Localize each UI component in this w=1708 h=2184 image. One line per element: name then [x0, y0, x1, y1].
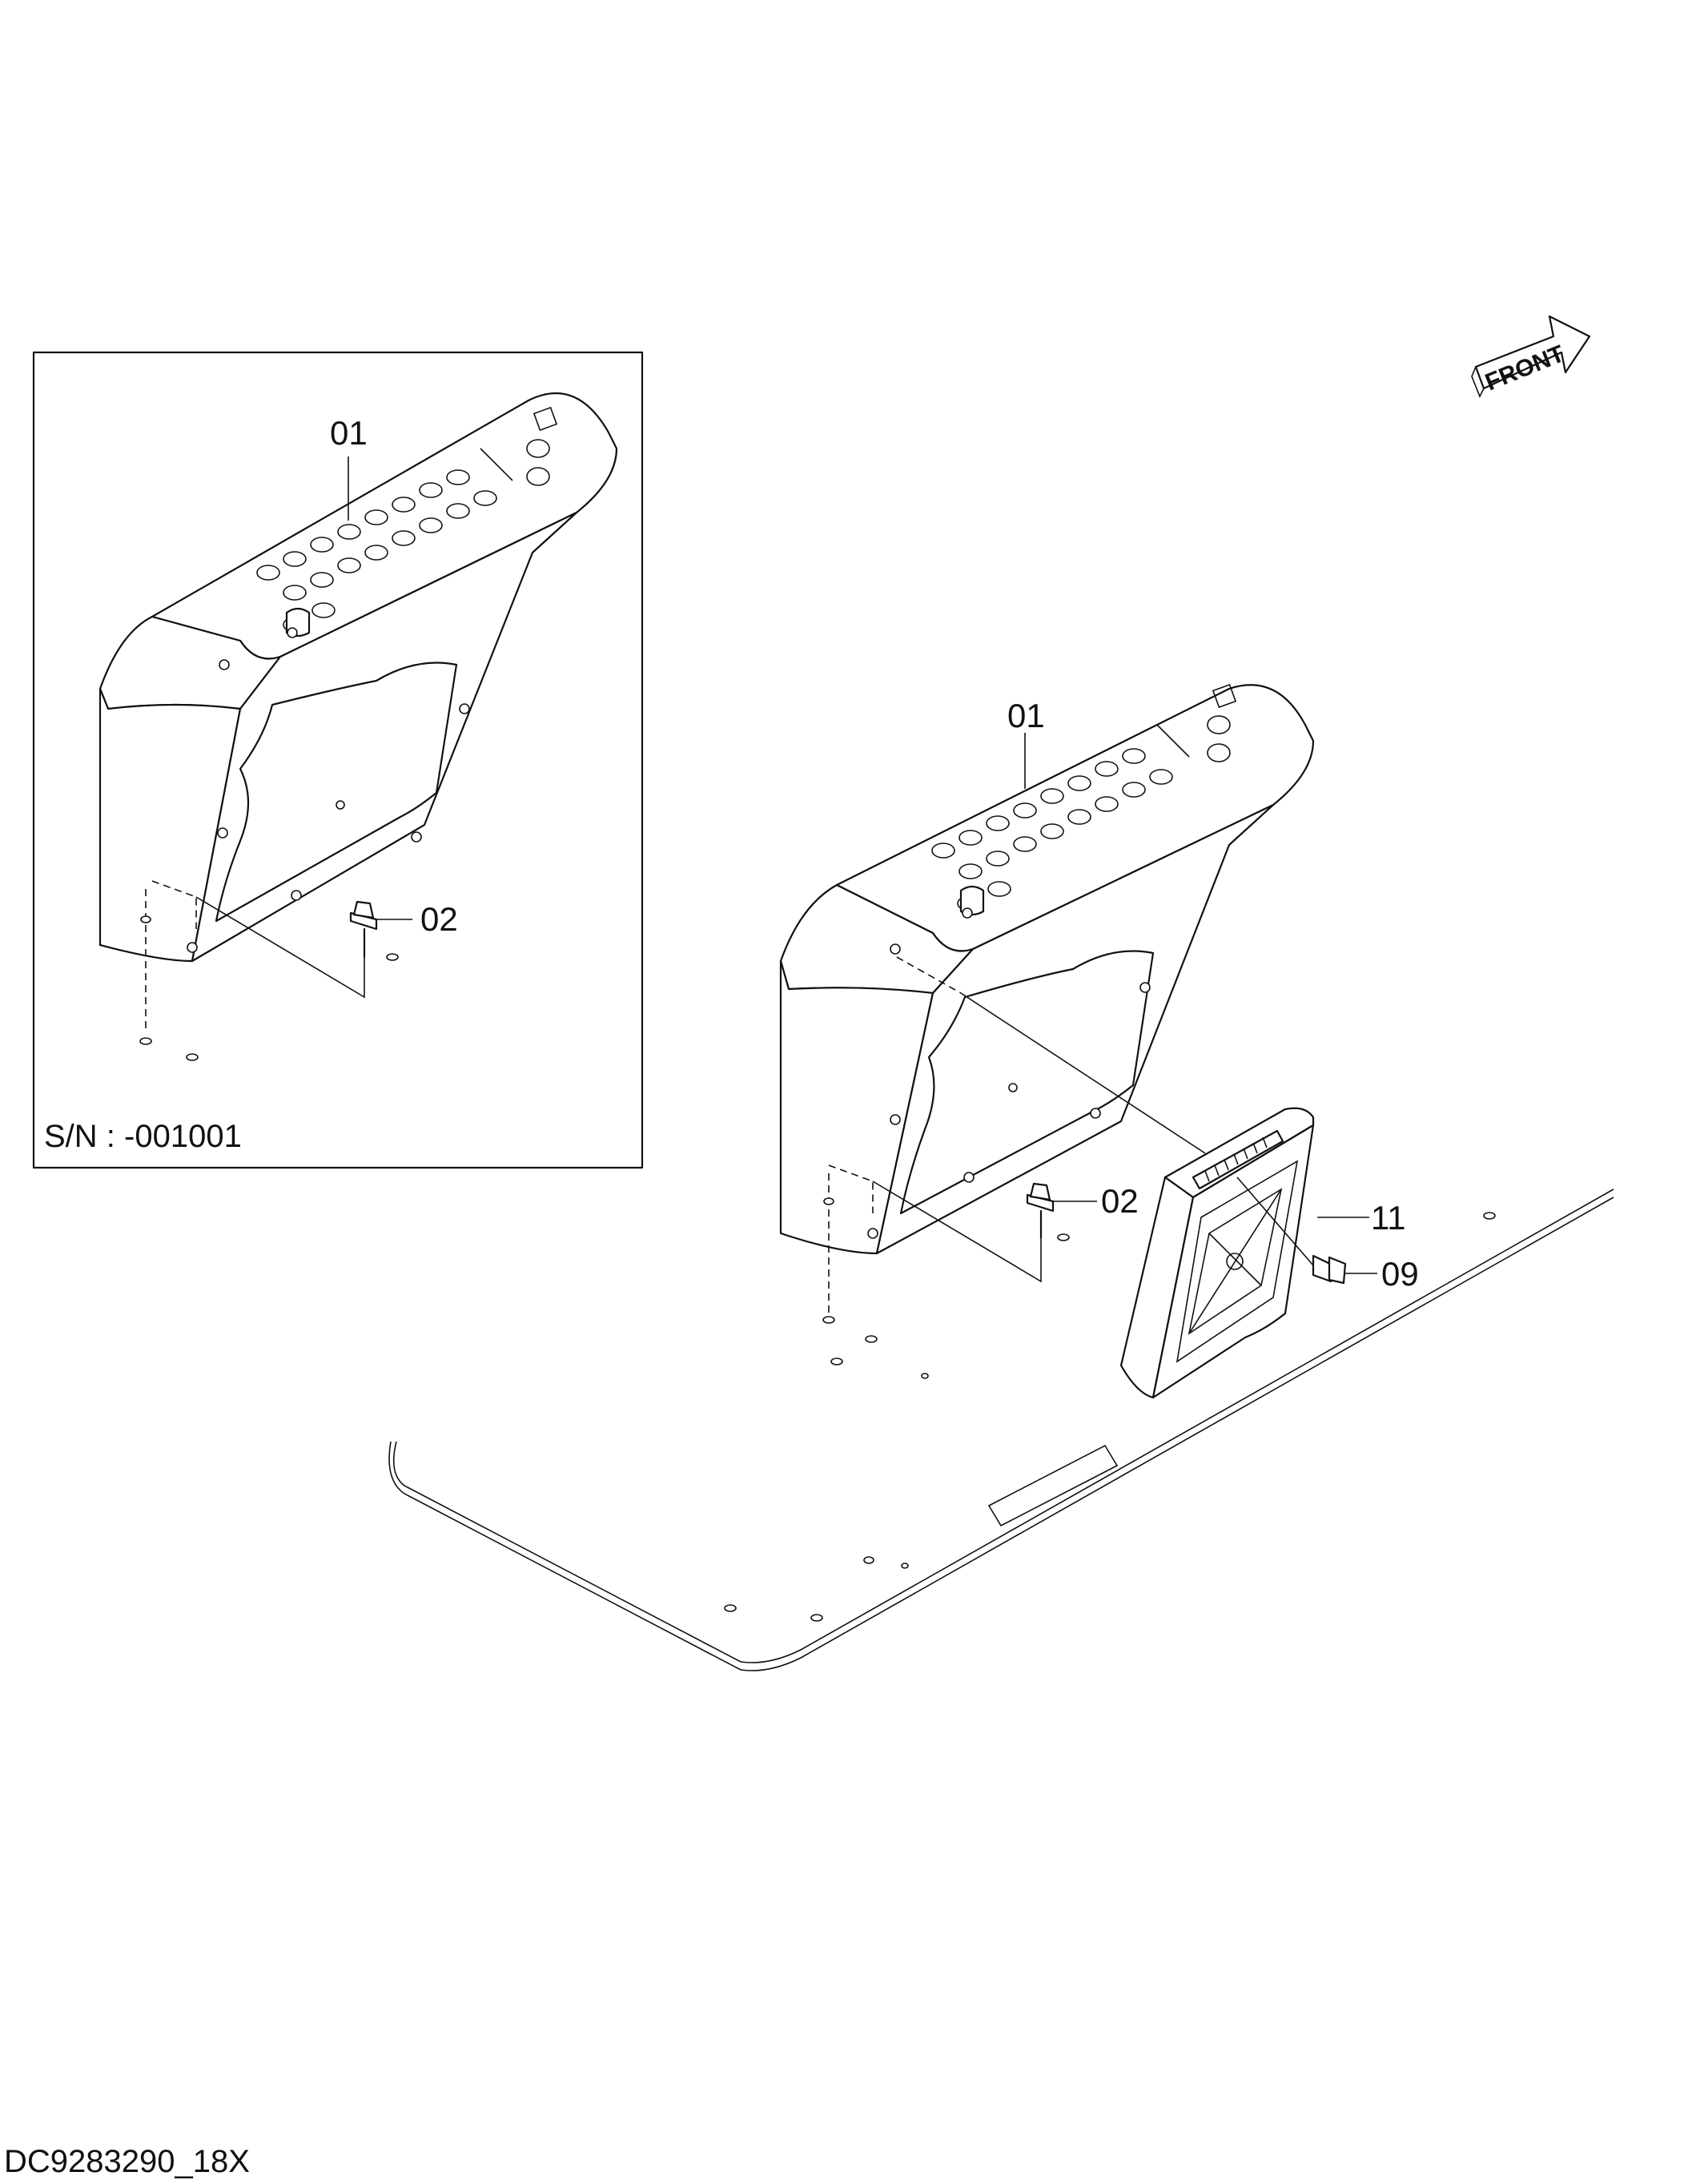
callout-controller-bolt: 09 [1381, 1255, 1419, 1293]
controller-unit-drawing [1119, 1107, 1369, 1399]
inset-console-drawing [98, 392, 618, 1061]
callout-main-bolt: 02 [1101, 1182, 1139, 1220]
callout-main-console: 01 [1007, 697, 1045, 734]
serial-number-label: S/N : -001001 [44, 1119, 242, 1154]
floor-plate-drawing [388, 1189, 1614, 1671]
callout-inset-bolt: 02 [420, 900, 458, 938]
callout-inset-console: 01 [330, 414, 368, 452]
callout-controller: 11 [1371, 1199, 1406, 1237]
main-bolt-drawing [1026, 1182, 1097, 1239]
front-direction-arrow: FRONT [1471, 315, 1591, 398]
main-button-array [931, 683, 1237, 916]
inset-bolt-drawing [349, 900, 412, 959]
controller-bolt-drawing [1236, 1176, 1377, 1285]
drawing-code-label: DC9283290_18X [4, 2144, 250, 2179]
inset-box: 01 02 S/N : -001001 [32, 351, 644, 1169]
main-console-drawing [779, 683, 1315, 1324]
